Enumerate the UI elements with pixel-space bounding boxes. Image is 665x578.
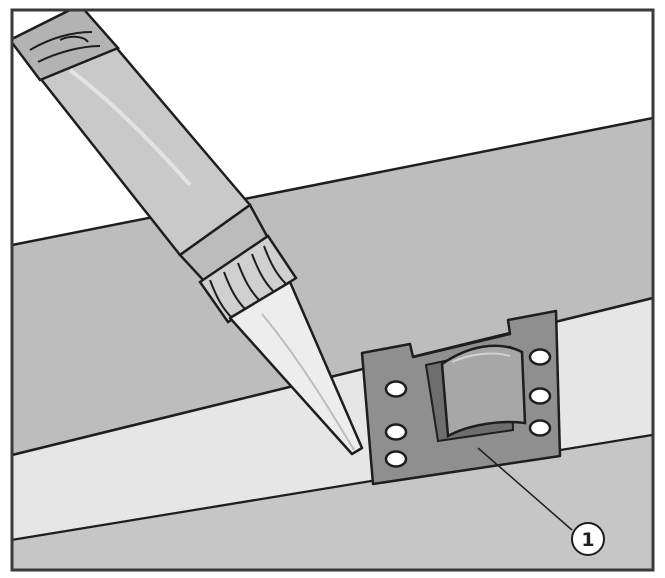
tube-cap [198, 234, 298, 324]
back-panel [12, 116, 653, 457]
frame-border [10, 8, 655, 572]
bracket-holes [384, 348, 552, 468]
callout-marker: 1 [571, 522, 605, 556]
mounting-bracket-icon [360, 309, 562, 486]
callout-label: 1 [581, 529, 594, 551]
tube-nozzle [228, 280, 364, 456]
front-surface [12, 435, 653, 570]
adhesive-tube-icon [12, 10, 364, 456]
callout-leader [477, 447, 573, 531]
bracket-tab [440, 344, 527, 439]
